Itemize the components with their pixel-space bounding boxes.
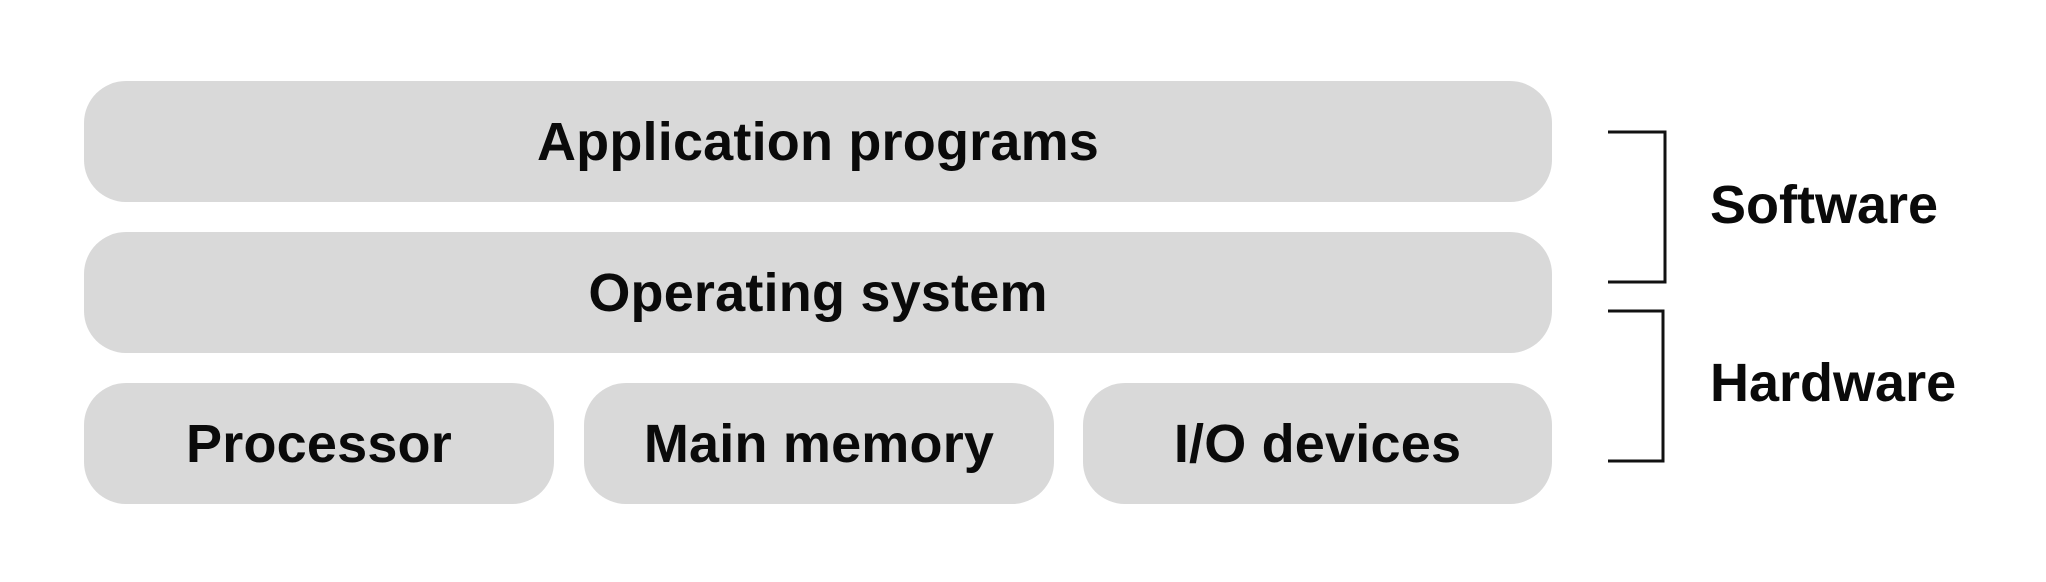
software-bracket (1608, 130, 1667, 284)
hardware-group-label: Hardware (1710, 353, 1957, 413)
application-programs-label: Application programs (536, 111, 1100, 172)
software-group-label: Software (1710, 175, 1939, 235)
io-devices-box: I/O devices (1083, 383, 1552, 504)
operating-system-box: Operating system (84, 232, 1552, 353)
main-memory-label: Main memory (643, 413, 995, 474)
processor-label: Processor (186, 413, 452, 474)
application-programs-box: Application programs (84, 81, 1552, 202)
processor-box: Processor (84, 383, 554, 504)
io-devices-label: I/O devices (1173, 413, 1462, 474)
main-memory-box: Main memory (584, 383, 1054, 504)
operating-system-label: Operating system (588, 262, 1048, 323)
hardware-bracket (1608, 309, 1665, 463)
